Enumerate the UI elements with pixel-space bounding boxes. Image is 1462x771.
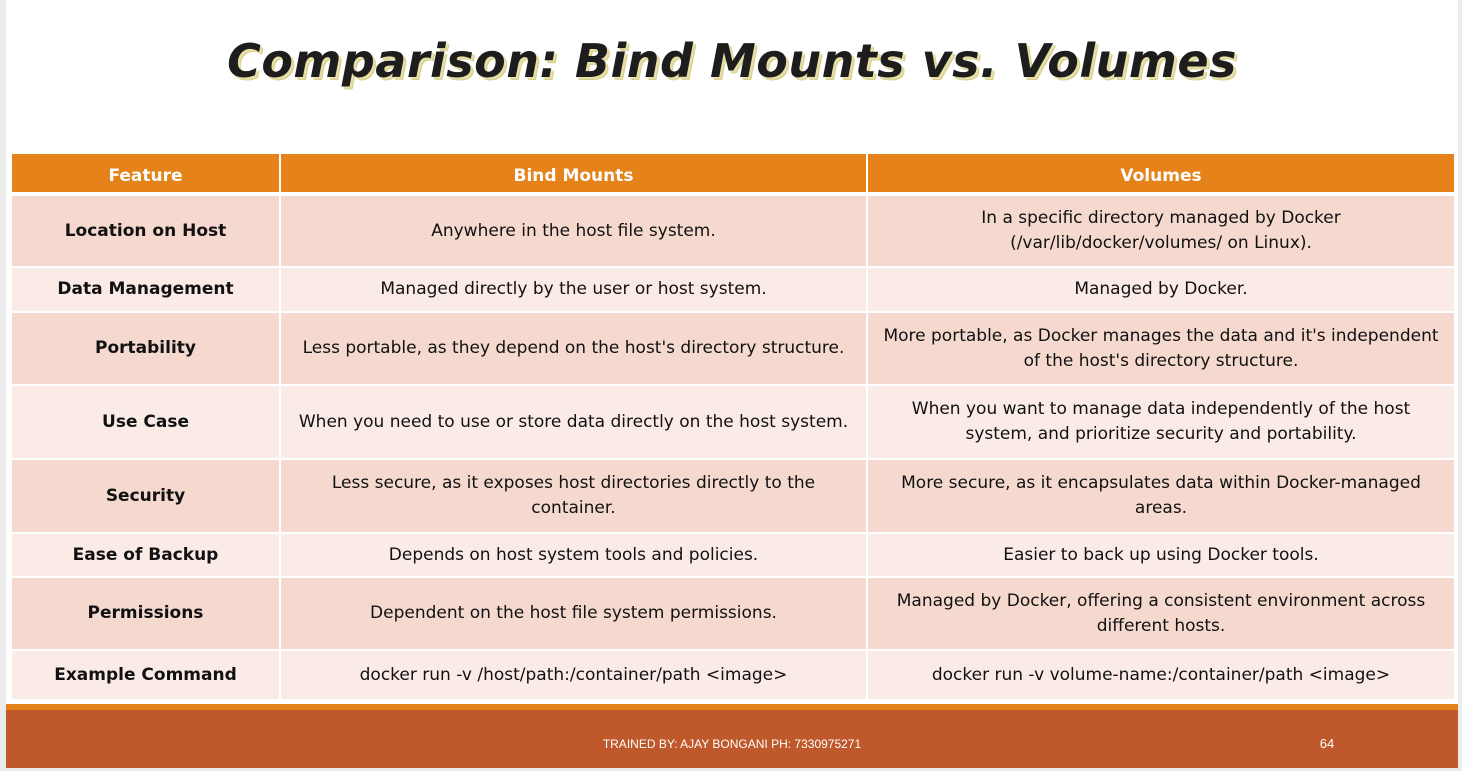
bind-mounts-cell: Anywhere in the host file system. <box>281 196 868 268</box>
bind-mounts-cell: Less portable, as they depend on the hos… <box>281 313 868 386</box>
page-number: 64 <box>1319 736 1335 751</box>
bind-mounts-cell: Managed directly by the user or host sys… <box>281 268 868 313</box>
bind-mounts-cell: Less secure, as it exposes host director… <box>281 460 868 534</box>
trainer-credit: TRAINED BY: AJAY BONGANI PH: 7330975271 <box>602 737 862 751</box>
volumes-cell: Managed by Docker. <box>868 268 1454 313</box>
table-row: Ease of Backup Depends on host system to… <box>12 534 1454 578</box>
slide-footer: TRAINED BY: AJAY BONGANI PH: 7330975271 … <box>6 704 1458 768</box>
volumes-cell: Managed by Docker, offering a consistent… <box>868 578 1454 651</box>
header-feature: Feature <box>12 154 281 196</box>
feature-cell: Example Command <box>12 651 281 701</box>
bind-mounts-cell: Dependent on the host file system permis… <box>281 578 868 651</box>
bind-mounts-cell: docker run -v /host/path:/container/path… <box>281 651 868 701</box>
table-row: Data Management Managed directly by the … <box>12 268 1454 313</box>
feature-cell: Portability <box>12 313 281 386</box>
bind-mounts-cell: Depends on host system tools and policie… <box>281 534 868 578</box>
comparison-table: Feature Bind Mounts Volumes Location on … <box>12 154 1454 701</box>
table-row: Permissions Dependent on the host file s… <box>12 578 1454 651</box>
volumes-cell: In a specific directory managed by Docke… <box>868 196 1454 268</box>
table-header-row: Feature Bind Mounts Volumes <box>12 154 1454 196</box>
volumes-cell: More secure, as it encapsulates data wit… <box>868 460 1454 534</box>
slide: Comparison: Bind Mounts vs. Volumes Feat… <box>6 0 1458 768</box>
volumes-cell: docker run -v volume-name:/container/pat… <box>868 651 1454 701</box>
feature-cell: Use Case <box>12 386 281 460</box>
bind-mounts-cell: When you need to use or store data direc… <box>281 386 868 460</box>
feature-cell: Data Management <box>12 268 281 313</box>
table-row: Security Less secure, as it exposes host… <box>12 460 1454 534</box>
volumes-cell: When you want to manage data independent… <box>868 386 1454 460</box>
feature-cell: Permissions <box>12 578 281 651</box>
feature-cell: Ease of Backup <box>12 534 281 578</box>
feature-cell: Security <box>12 460 281 534</box>
volumes-cell: Easier to back up using Docker tools. <box>868 534 1454 578</box>
table-row: Example Command docker run -v /host/path… <box>12 651 1454 701</box>
slide-title: Comparison: Bind Mounts vs. Volumes <box>227 34 1237 88</box>
table-row: Portability Less portable, as they depen… <box>12 313 1454 386</box>
feature-cell: Location on Host <box>12 196 281 268</box>
table-row: Use Case When you need to use or store d… <box>12 386 1454 460</box>
header-bind-mounts: Bind Mounts <box>281 154 868 196</box>
table-row: Location on Host Anywhere in the host fi… <box>12 196 1454 268</box>
header-volumes: Volumes <box>868 154 1454 196</box>
volumes-cell: More portable, as Docker manages the dat… <box>868 313 1454 386</box>
